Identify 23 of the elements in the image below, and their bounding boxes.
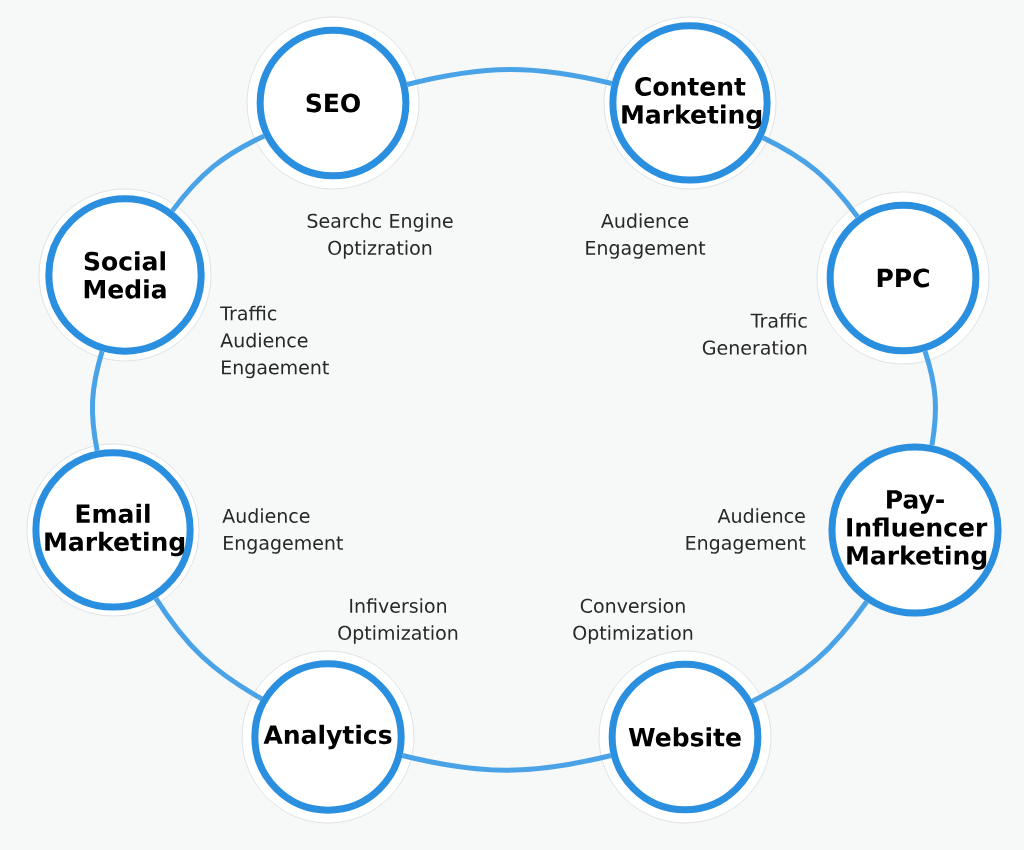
connector-line: [153, 596, 263, 701]
circle-node: Pay- Influencer Marketing: [828, 443, 1002, 617]
connector-line: [406, 66, 613, 87]
label-text: Audience Engagement: [222, 508, 343, 554]
connector-line: [761, 135, 860, 219]
circle-node: Content Marketing: [603, 16, 777, 190]
label-text: Traffic Audience Engaement: [220, 305, 329, 379]
label-text: Audience Engagement: [686, 508, 806, 554]
label-text: Searchc Engine Optizration: [307, 213, 453, 259]
label-text: Conversion Optimization: [573, 598, 693, 644]
label-text: Infiversion Optimization: [338, 598, 458, 644]
connector-line: [89, 350, 105, 452]
connector-line: [922, 350, 938, 446]
circle-node: Social Media: [38, 188, 212, 362]
circle-node: Email Marketing: [26, 443, 200, 617]
connector-line: [170, 133, 266, 213]
circle-node: Website: [598, 650, 772, 824]
label-text: Audience Engagement: [586, 213, 706, 259]
circle-node: Analytics: [241, 650, 415, 824]
connector-line: [401, 753, 612, 773]
circle-node: SEO: [246, 16, 420, 190]
circle-node: PPC: [816, 191, 990, 365]
connector-line: [751, 600, 869, 704]
